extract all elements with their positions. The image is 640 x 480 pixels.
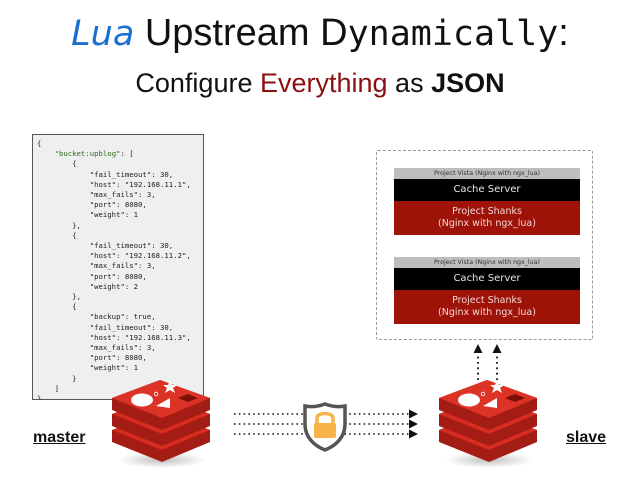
shanks-name: Project Shanks bbox=[452, 295, 522, 306]
server-stack-2: Project Vista (Nginx with ngx_lua) Cache… bbox=[394, 257, 580, 324]
json-line: "port": 8080, bbox=[37, 353, 147, 363]
slide-title: Lua Upstream Dynamically: bbox=[0, 10, 640, 57]
json-line: "bucket:upblog": [ bbox=[54, 149, 134, 159]
title-colon: : bbox=[558, 12, 569, 54]
project-vista-layer: Project Vista (Nginx with ngx_lua) bbox=[394, 168, 580, 179]
json-line: "port": 8080, bbox=[37, 200, 147, 210]
json-line: "max_fails": 3, bbox=[37, 190, 156, 200]
json-line: { bbox=[37, 159, 77, 169]
json-line: "weight": 2 bbox=[37, 281, 139, 291]
json-line: "host": "192.168.11.3", bbox=[37, 332, 191, 342]
slave-label: slave bbox=[566, 429, 607, 446]
json-line: "max_fails": 3, bbox=[37, 343, 156, 353]
redis-logo-icon bbox=[439, 380, 537, 468]
shanks-detail: (Nginx with ngx_lua) bbox=[438, 218, 536, 229]
json-line: "max_fails": 3, bbox=[37, 261, 156, 271]
arrow-up-icon bbox=[473, 344, 483, 353]
project-shanks-layer: Project Shanks (Nginx with ngx_lua) bbox=[394, 201, 580, 235]
config-push-arrows bbox=[473, 344, 502, 380]
json-line: "backup": true, bbox=[37, 312, 156, 322]
server-stack-1: Project Vista (Nginx with ngx_lua) Cache… bbox=[394, 168, 580, 235]
arrow-up-icon bbox=[492, 344, 502, 353]
json-line: "weight": 1 bbox=[37, 210, 139, 220]
nginx-cluster-box bbox=[376, 150, 593, 340]
shanks-detail: (Nginx with ngx_lua) bbox=[438, 307, 536, 318]
cache-server-layer: Cache Server bbox=[394, 179, 580, 201]
title-lua: Lua bbox=[71, 14, 135, 54]
json-line: "fail_timeout": 30, bbox=[37, 241, 174, 251]
shield-lock-icon bbox=[303, 402, 347, 452]
arrow-head-icon bbox=[409, 419, 418, 429]
json-line: { bbox=[37, 230, 77, 240]
json-line: { bbox=[37, 139, 42, 148]
redis-logo-icon bbox=[112, 380, 210, 468]
json-line: }, bbox=[37, 220, 81, 230]
subtitle-configure: Configure bbox=[135, 68, 260, 98]
json-line: "host": "192.168.11.2", bbox=[37, 251, 191, 261]
json-config-box: { "bucket:upblog": [ { "fail_timeout": 3… bbox=[32, 134, 204, 400]
subtitle-as: as bbox=[387, 68, 432, 98]
json-line: { bbox=[37, 302, 77, 312]
title-dynamically: ynamically bbox=[347, 14, 559, 54]
shanks-name: Project Shanks bbox=[452, 206, 522, 217]
slide-subtitle: Configure Everything as JSON bbox=[0, 66, 640, 100]
project-vista-layer: Project Vista (Nginx with ngx_lua) bbox=[394, 257, 580, 268]
json-line: ] bbox=[37, 383, 59, 393]
json-line: } bbox=[37, 394, 42, 400]
subtitle-everything: Everything bbox=[259, 68, 388, 98]
title-upstream: Upstream D bbox=[134, 12, 348, 54]
json-line: "fail_timeout": 30, bbox=[37, 169, 174, 179]
redis-layer-top bbox=[439, 380, 537, 430]
json-line: "fail_timeout": 30, bbox=[37, 322, 174, 332]
master-label: master bbox=[33, 429, 86, 446]
arrow-head-icon bbox=[409, 409, 418, 419]
redis-layer-top bbox=[112, 380, 210, 430]
arrow-head-icon bbox=[409, 429, 418, 439]
project-shanks-layer: Project Shanks (Nginx with ngx_lua) bbox=[394, 290, 580, 324]
json-line: "weight": 1 bbox=[37, 363, 139, 373]
json-line: "port": 8080, bbox=[37, 271, 147, 281]
cache-server-layer: Cache Server bbox=[394, 268, 580, 290]
subtitle-json: JSON bbox=[431, 68, 505, 98]
json-line: "host": "192.168.11.1", bbox=[37, 179, 191, 189]
json-line: } bbox=[37, 373, 77, 383]
json-line: }, bbox=[37, 292, 81, 302]
